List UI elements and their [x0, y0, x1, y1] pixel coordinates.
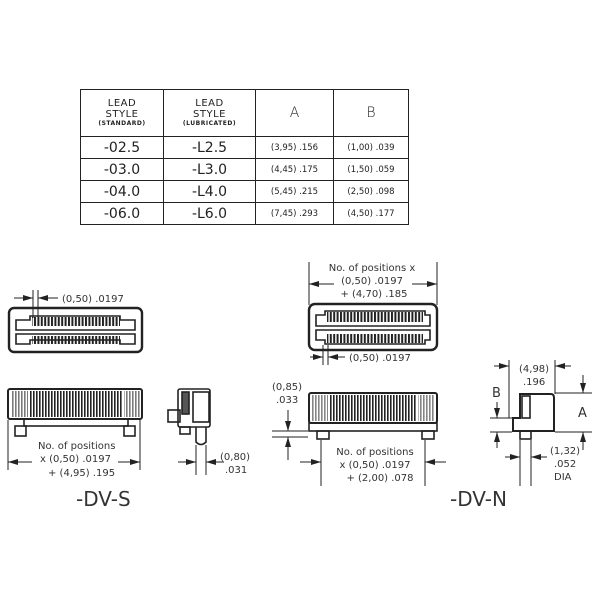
- dv-n-top-length-line1: No. of positions x: [329, 263, 416, 274]
- dv-s-top-view: [7, 290, 144, 354]
- dv-n-top-length-line2: (0,50) .0197: [341, 276, 403, 287]
- dv-s-front-view: [7, 388, 143, 470]
- dv-n-peg-line3: DIA: [554, 472, 572, 483]
- lubricated-cell: -L2.5: [163, 136, 256, 159]
- lubricated-cell: -L6.0: [163, 202, 256, 225]
- dv-n-peg-length-line3: + (2,00) .078: [346, 473, 413, 484]
- dv-s-side-view: [167, 388, 224, 475]
- dv-n-standoff-line2: .033: [276, 395, 298, 406]
- dv-s-length-line1: No. of positions: [38, 441, 115, 452]
- dv-s-label: -DV-S: [76, 487, 131, 511]
- dv-s-pitch-label: (0,50) .0197: [62, 294, 124, 305]
- dv-n-top-length-line3: + (4,70) .185: [340, 289, 407, 300]
- dv-n-dim-b: B: [492, 386, 501, 401]
- dv-s-length-line3: + (4,95) .195: [48, 468, 115, 479]
- dv-n-peg-line1: (1,32): [550, 446, 580, 457]
- table-row: -02.5-L2.5(3,95) .156(1,00) .039: [80, 136, 409, 159]
- dv-n-standoff-line1: (0,85): [272, 382, 302, 393]
- lubricated-cell: -L4.0: [163, 180, 256, 203]
- dv-n-side-view: [490, 360, 592, 486]
- dv-n-width-line2: .196: [523, 377, 545, 388]
- dv-n-peg-length-line2: x (0,50) .0197: [340, 460, 411, 471]
- dv-n-peg-length-line1: No. of positions: [336, 447, 413, 458]
- dv-s-pin-dim-line2: .031: [225, 465, 247, 476]
- dv-n-dim-a: A: [578, 406, 587, 421]
- b-cell: (4,50) .177: [333, 202, 409, 225]
- table-row: -04.0-L4.0(5,45) .215(2,50) .098: [80, 180, 409, 203]
- table-row: -06.0-L6.0(7,45) .293(4,50) .177: [80, 202, 409, 225]
- dv-n-front-view: [272, 392, 446, 486]
- dv-s-length-line2: x (0,50) .0197: [40, 454, 111, 465]
- standard-cell: -06.0: [80, 202, 164, 225]
- standard-cell: -03.0: [80, 158, 164, 181]
- lubricated-cell: -L3.0: [163, 158, 256, 181]
- dv-n-label: -DV-N: [450, 487, 507, 511]
- dv-n-pitch-label: (0,50) .0197: [349, 353, 411, 364]
- standard-cell: -02.5: [80, 136, 164, 159]
- dv-n-peg-line2: .052: [554, 459, 576, 470]
- dv-n-top-view: [307, 262, 439, 365]
- standard-cell: -04.0: [80, 180, 164, 203]
- dv-n-width-line1: (4,98): [519, 364, 549, 375]
- table-row: -03.0-L3.0(4,45) .175(1,50) .059: [80, 158, 409, 181]
- dv-s-pin-dim-line1: (0,80): [220, 452, 250, 463]
